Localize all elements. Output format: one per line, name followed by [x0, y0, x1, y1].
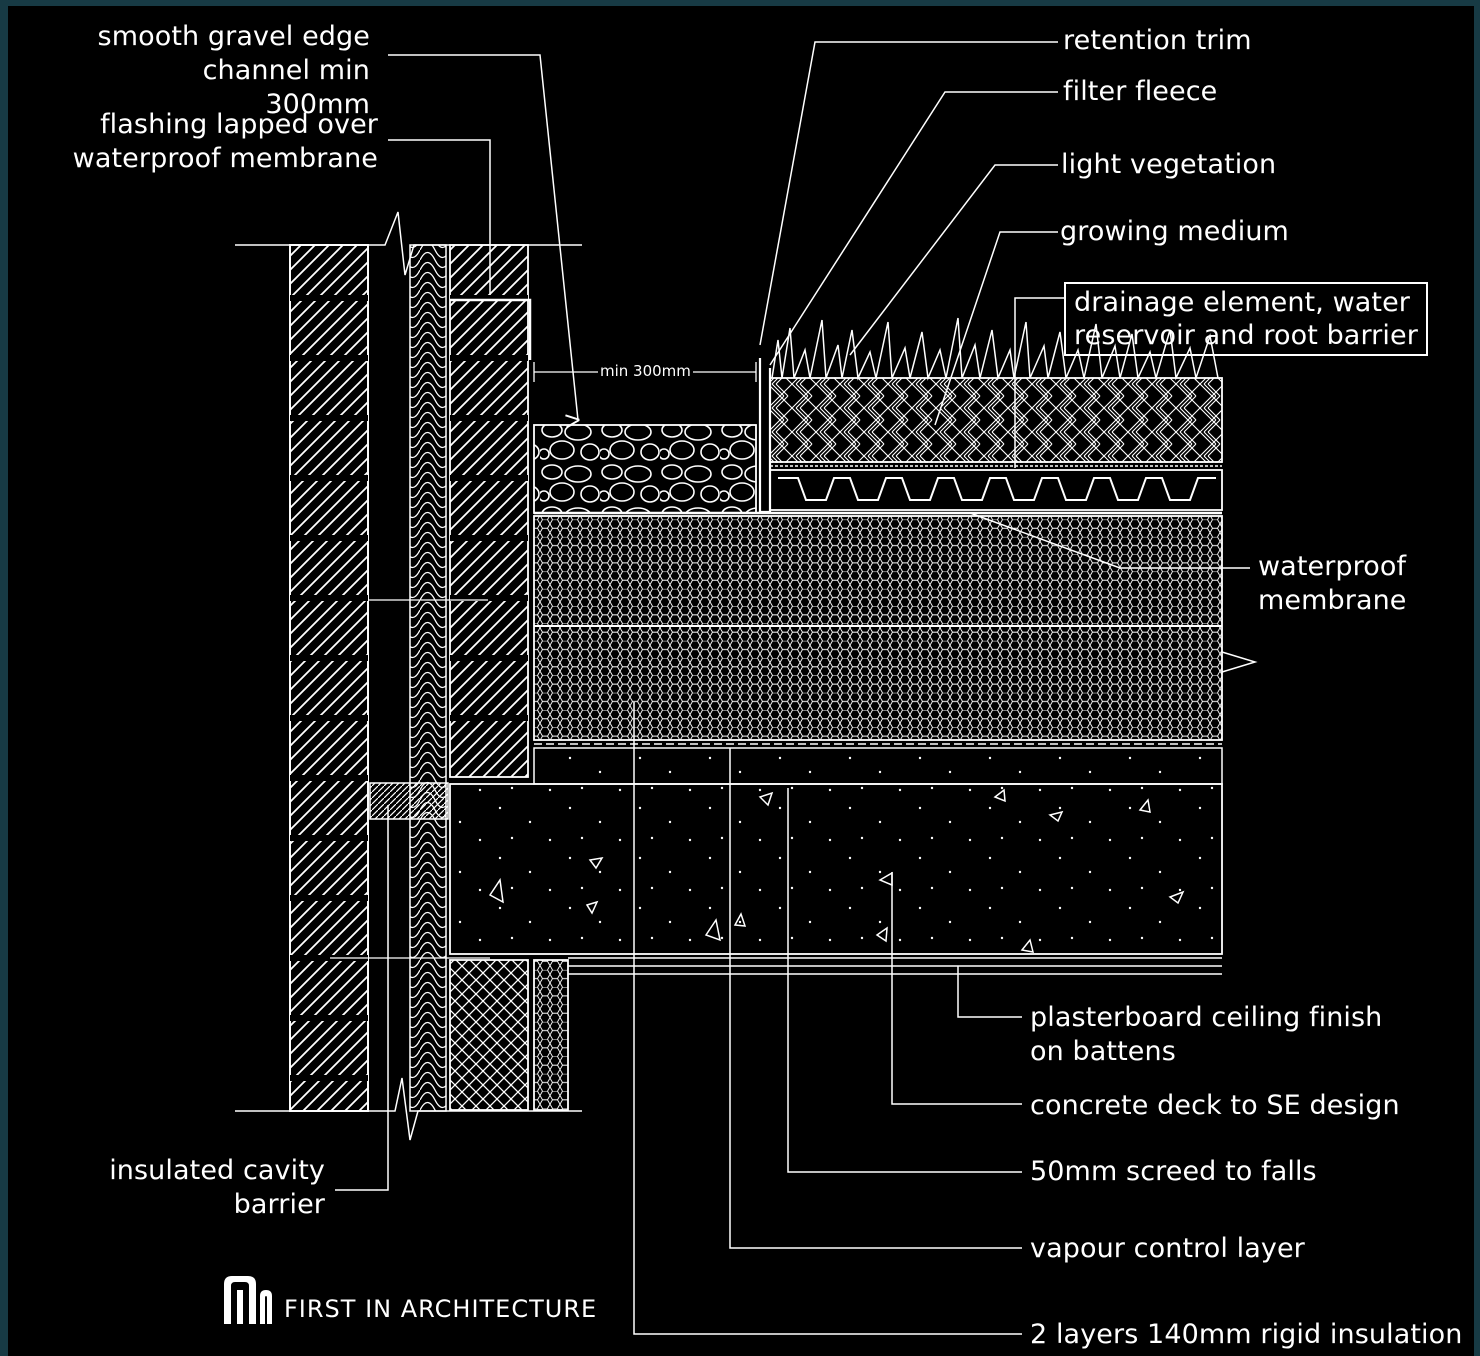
rigid-insulation [533, 515, 1223, 741]
label-plasterboard: plasterboard ceiling finish on battens [1030, 1002, 1383, 1067]
dimension-min-gravel: min 300mm [598, 362, 693, 380]
brand-name: FIRST IN ARCHITECTURE [284, 1295, 598, 1323]
label-light-vegetation: light vegetation [1061, 149, 1277, 180]
leader-lines [335, 41, 1258, 1335]
outer-brick-leaf [289, 244, 369, 1112]
label-filter-fleece: filter fleece [1063, 76, 1218, 107]
frame-border-top [0, 0, 1480, 6]
label-drainage-element: drainage element, water reservoir and ro… [1064, 282, 1428, 356]
label-gravel-edge: smooth gravel edge channel min 300mm [97, 21, 370, 120]
retention-trim [758, 358, 772, 514]
growing-medium [769, 377, 1223, 463]
cavity-insulation [409, 244, 447, 1112]
label-growing-medium: growing medium [1060, 216, 1289, 247]
plasterboard-ceiling [568, 957, 1222, 975]
label-rigid-insulation: 2 layers 140mm rigid insulation [1030, 1319, 1463, 1350]
frame-border-right [1474, 0, 1480, 1356]
label-waterproof-membrane: waterproof membrane [1258, 551, 1407, 616]
building-logo-icon [224, 1276, 272, 1324]
label-cavity-barrier: insulated cavity barrier [109, 1155, 325, 1220]
label-screed: 50mm screed to falls [1030, 1156, 1317, 1187]
filter-fleece [770, 461, 1222, 467]
label-vapour-control: vapour control layer [1030, 1233, 1305, 1264]
label-flashing: flashing lapped over waterproof membrane [72, 109, 378, 174]
label-retention-trim: retention trim [1063, 25, 1252, 56]
label-concrete-deck: concrete deck to SE design [1030, 1090, 1400, 1121]
brand-logo: FIRST IN ARCHITECTURE [222, 1268, 597, 1324]
insulated-cavity-barrier [369, 782, 449, 820]
inner-brick-leaf [449, 244, 569, 1111]
drainage-element [769, 469, 1223, 511]
gravel-channel [533, 424, 757, 514]
flashing [450, 298, 532, 360]
frame-border-left [0, 0, 8, 1356]
guide-lines [330, 599, 490, 959]
break-lines [235, 211, 582, 1141]
concrete-deck [449, 783, 1223, 955]
screed [533, 747, 1223, 785]
